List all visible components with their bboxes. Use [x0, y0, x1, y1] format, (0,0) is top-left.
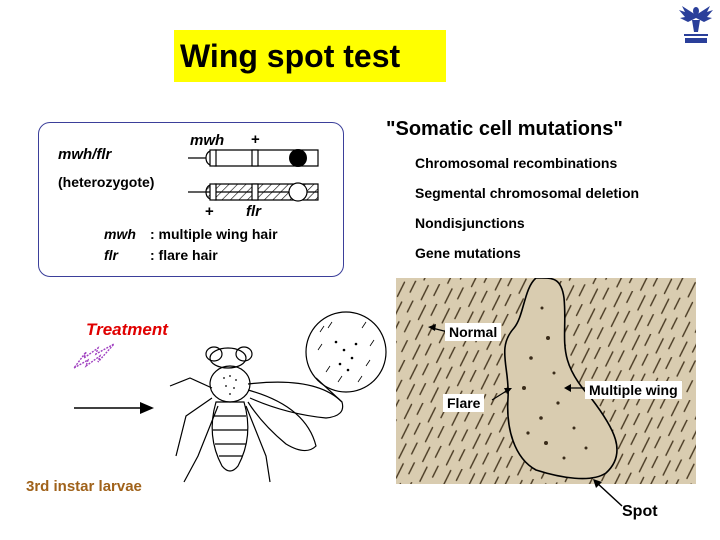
fruit-fly-drawing [169, 311, 387, 483]
chrom-top-label-plus: + [251, 131, 260, 148]
label-spot: Spot [622, 503, 658, 520]
mutation-item: Nondisjunctions [415, 215, 525, 231]
slide-title: Wing spot test [180, 38, 401, 74]
chrom-top-label-mwh: mwh [190, 132, 225, 149]
legend-abbr-flr: flr [104, 247, 118, 263]
mutations-title: "Somatic cell mutations" [386, 118, 623, 140]
label-flare: Flare [443, 394, 485, 412]
university-logo [679, 6, 713, 43]
genotype-panel [38, 122, 344, 277]
label-normal: Normal [445, 323, 502, 341]
genotype-label: mwh/flr [58, 146, 112, 163]
chromosome-diagram [188, 149, 319, 202]
lightning-bolt-icon [73, 343, 115, 369]
spot-pointer [593, 479, 623, 507]
title-highlight [174, 30, 446, 82]
chromosome-bottom [188, 182, 319, 202]
chrom-bottom-label-flr: flr [246, 203, 261, 220]
treatment-label: Treatment [86, 320, 168, 339]
mutation-item: Chromosomal recombinations [415, 155, 618, 171]
mutation-item: Segmental chromosomal deletion [415, 185, 640, 201]
mutation-item: Gene mutations [415, 245, 521, 261]
chrom-bottom-label-plus: + [205, 203, 214, 220]
exposure-arrow [74, 402, 154, 414]
legend-abbr-mwh: mwh [104, 226, 136, 242]
legend-desc-mwh: : multiple wing hair [150, 226, 278, 242]
label-multiple-wing: Multiple wing [585, 381, 682, 399]
legend-desc-flr: : flare hair [150, 247, 218, 263]
chromosome-top [188, 149, 319, 167]
zygosity-label: (heterozygote) [58, 174, 155, 190]
larvae-label: 3rd instar larvae [26, 478, 142, 495]
